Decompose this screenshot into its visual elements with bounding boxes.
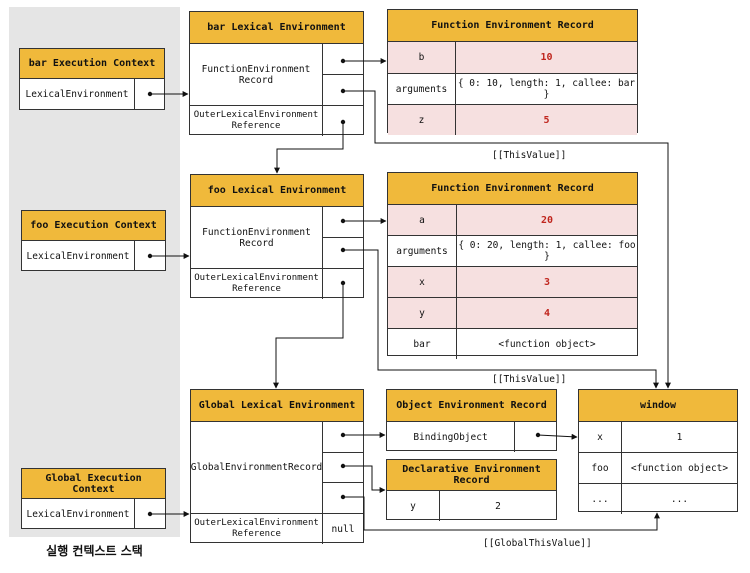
stack-label: 실행 컨텍스트 스택 [46, 544, 143, 558]
bar-lexical-environment-pointer [134, 79, 164, 110]
window-key: x [597, 431, 603, 443]
foo-fer-key: y [419, 307, 425, 319]
foo-function-environment-record: Function Environment Record a 20 argumen… [387, 172, 638, 359]
foo-fer-row: x 3 [388, 266, 637, 297]
bar-this-arrow [343, 90, 671, 389]
foo-fer-key: bar [413, 338, 431, 350]
window-value: <function object> [621, 453, 737, 483]
binding-object-label: BindingObject [413, 431, 488, 443]
bar-execution-context: bar Execution Context LexicalEnvironment [19, 48, 165, 110]
bar-outer-reference-pointer [322, 106, 363, 136]
global-lexical-environment-pointer [134, 499, 165, 529]
object-er-title: Object Environment Record [387, 390, 556, 422]
foo-fer-value: { 0: 20, length: 1, callee: foo } [456, 236, 637, 266]
global-outer-reference-label: OuterLexicalEnvironment Reference [194, 518, 319, 539]
global-execution-context: Global Execution Context LexicalEnvironm… [21, 468, 166, 529]
binding-object-arrow [537, 433, 578, 440]
foo-environment-record-label: FunctionEnvironment Record [202, 226, 311, 249]
foo-this-arrow [343, 249, 659, 389]
bar-fer-key: b [418, 52, 425, 63]
bar-fer-row: z 5 [388, 104, 637, 135]
bar-fer-key: arguments [395, 83, 448, 95]
foo-fer-title: Function Environment Record [388, 173, 637, 205]
bar-lexical-environment: bar Lexical Environment FunctionEnvironm… [189, 11, 364, 136]
window-object: window x 1 foo <function object> ... ... [578, 389, 738, 514]
foo-fer-key: a [419, 214, 425, 226]
global-lexical-environment: Global Lexical Environment GlobalEnviron… [190, 389, 364, 544]
global-lexical-environment-slot: LexicalEnvironment [26, 508, 130, 520]
bar-outer-arrow [274, 122, 344, 174]
bar-this-pointer [323, 74, 363, 105]
global-this-value-label: [[GlobalThisValue]] [483, 538, 592, 549]
foo-fer-value: <function object> [456, 329, 637, 359]
global-this-pointer [323, 482, 363, 513]
global-declarative-arrow [343, 465, 386, 493]
binding-object-pointer [514, 422, 556, 452]
bar-execution-context-title: bar Execution Context [20, 49, 164, 79]
bar-fer-value: 10 [455, 42, 637, 73]
foo-execution-context: foo Execution Context LexicalEnvironment [21, 210, 166, 271]
window-row: x 1 [579, 422, 737, 452]
foo-fer-row: bar <function object> [388, 328, 637, 359]
foo-outer-arrow [273, 283, 344, 389]
foo-outer-reference-pointer [322, 269, 363, 299]
bar-outer-reference-label: OuterLexicalEnvironment Reference [193, 110, 319, 131]
window-row: foo <function object> [579, 452, 737, 483]
window-value: 1 [621, 422, 737, 452]
bar-fer-title: Function Environment Record [388, 10, 637, 42]
bar-fer-value: 5 [455, 105, 637, 135]
foo-execution-context-title: foo Execution Context [22, 211, 165, 241]
bar-lexical-environment-slot: LexicalEnvironment [25, 89, 129, 100]
object-environment-record: Object Environment Record BindingObject [386, 389, 557, 452]
bar-environment-record-label: FunctionEnvironment Record [201, 63, 311, 86]
bar-lexical-environment-title: bar Lexical Environment [190, 12, 363, 44]
window-title: window [579, 390, 737, 422]
bar-fer-key: z [418, 114, 425, 126]
bar-fer-row: b 10 [388, 42, 637, 73]
global-execution-context-title: Global Execution Context [22, 469, 165, 499]
window-row: ... ... [579, 483, 737, 514]
foo-lexical-environment-title: foo Lexical Environment [191, 175, 363, 207]
bar-fer-row: arguments { 0: 10, length: 1, callee: ba… [388, 73, 637, 104]
window-key: foo [591, 462, 609, 474]
declarative-er-key: y [410, 500, 416, 512]
foo-fer-value: 20 [456, 205, 637, 235]
foo-fer-value: 3 [456, 267, 637, 297]
foo-lexical-environment: foo Lexical Environment FunctionEnvironm… [190, 174, 364, 299]
global-lexical-environment-title: Global Lexical Environment [191, 390, 363, 422]
foo-fer-row: a 20 [388, 205, 637, 235]
global-declarative-record-pointer [323, 451, 363, 483]
foo-fer-value: 4 [456, 298, 637, 328]
declarative-environment-record: Declarative Environment Record y 2 [386, 459, 557, 521]
window-value: ... [621, 484, 737, 514]
global-outer-reference-null: null [322, 514, 363, 544]
foo-lexical-environment-slot: LexicalEnvironment [26, 250, 130, 262]
foo-fer-row: arguments { 0: 20, length: 1, callee: fo… [388, 235, 637, 266]
foo-outer-reference-label: OuterLexicalEnvironment Reference [194, 273, 319, 294]
declarative-er-value: 2 [439, 491, 556, 521]
foo-fer-key: x [419, 276, 425, 288]
foo-this-pointer [323, 237, 363, 268]
declarative-er-title: Declarative Environment Record [387, 460, 556, 491]
bar-function-environment-record: Function Environment Record b 10 argumen… [387, 9, 638, 135]
window-key: ... [591, 493, 609, 505]
foo-fer-key: arguments [396, 245, 448, 257]
global-this-arrow [343, 496, 660, 531]
foo-this-value-label: [[ThisValue]] [492, 374, 567, 385]
global-environment-record-label: GlobalEnvironmentRecord [190, 462, 323, 473]
bar-this-value-label: [[ThisValue]] [492, 150, 567, 161]
bar-fer-value: { 0: 10, length: 1, callee: bar } [455, 74, 637, 104]
declarative-er-row: y 2 [387, 491, 556, 521]
foo-lexical-environment-pointer [134, 241, 165, 271]
foo-fer-row: y 4 [388, 297, 637, 328]
